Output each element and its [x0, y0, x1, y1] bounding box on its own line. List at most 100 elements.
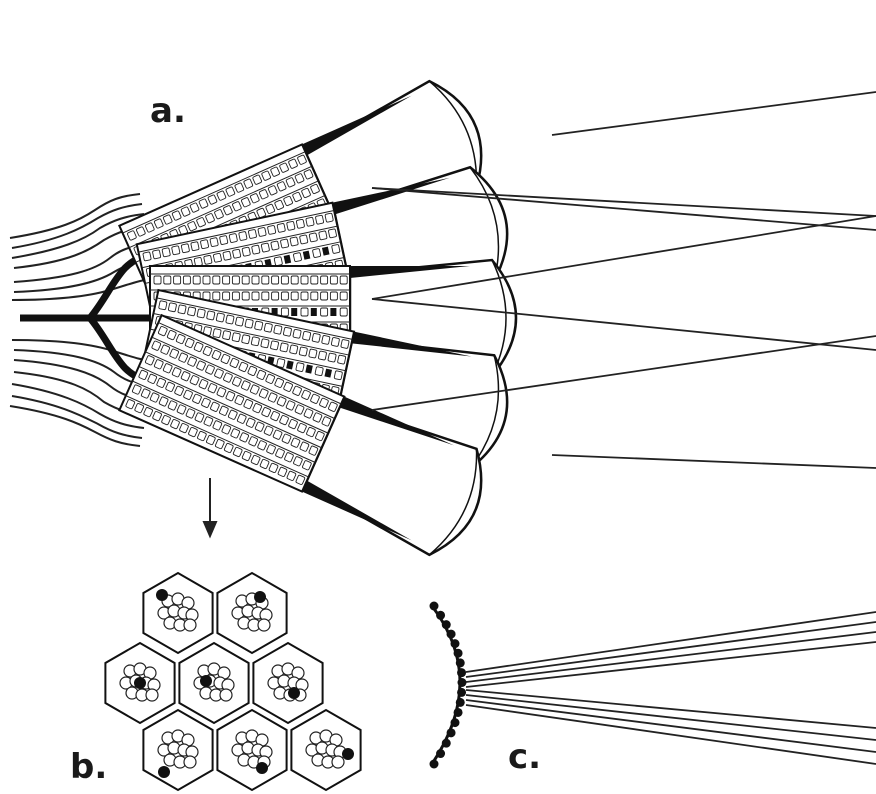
receptor-cell — [254, 321, 263, 330]
receptor-cell — [193, 276, 200, 284]
receptor-cell — [213, 328, 222, 337]
receptor-cell — [330, 292, 337, 300]
receptor-bump — [451, 718, 460, 727]
receptor-cell — [172, 246, 181, 255]
dark-rhabdomere — [158, 766, 170, 778]
receptor-cell — [223, 276, 230, 284]
receptor-cell — [280, 239, 289, 248]
receptor-cell — [306, 217, 315, 226]
receptor-cell — [187, 307, 196, 316]
receptor-profile — [220, 689, 232, 701]
receptor-cell — [311, 276, 318, 284]
receptor-cell — [281, 276, 288, 284]
receptor-cell — [299, 347, 308, 356]
receptor-cell — [319, 231, 328, 240]
receptor-cell — [321, 276, 328, 284]
receptor-cell — [203, 276, 210, 284]
receptor-cell — [274, 325, 283, 334]
receptor-cell — [164, 276, 171, 284]
receptor-cell — [299, 235, 308, 244]
receptor-cell — [293, 329, 302, 338]
panel-b-label: b. — [70, 747, 107, 787]
receptor-cell — [261, 243, 270, 252]
panel-c-convergence-diagram: c. — [430, 602, 876, 778]
receptor-cell — [267, 225, 276, 234]
dark-rhabdomere — [134, 677, 146, 689]
receptor-bump — [436, 749, 445, 758]
receptor-cell — [210, 237, 219, 246]
dark-rhabdomere — [254, 591, 266, 603]
receptor-cell — [272, 276, 279, 284]
receptor-cell — [261, 339, 270, 348]
receptor-cell — [242, 335, 251, 344]
receptor-bump — [454, 708, 463, 717]
receptor-cell — [178, 305, 187, 314]
receptor-bump — [451, 639, 460, 648]
receptor-bump — [458, 678, 467, 687]
receptor-cell — [311, 292, 318, 300]
receptor-cell — [197, 309, 206, 318]
dark-rhabdomere — [200, 675, 212, 687]
receptor-cell — [296, 362, 305, 371]
receptor-cell — [340, 292, 347, 300]
receptor-cell — [270, 341, 279, 350]
receptor-cell — [232, 249, 241, 258]
panel-a-label: a. — [150, 91, 186, 131]
receptor-cell — [216, 313, 225, 322]
receptor-cell — [152, 250, 161, 259]
receptor-cell — [287, 221, 296, 230]
receptor-cell — [334, 371, 343, 380]
receptor-bump — [456, 658, 465, 667]
receptor-cell — [312, 333, 321, 342]
receptor-cell — [291, 292, 298, 300]
receptor-cell — [340, 308, 347, 316]
rhabdomere-dark — [330, 308, 336, 316]
panel-b-hexagon-cross-sections — [105, 573, 360, 790]
receptor-cell — [271, 241, 280, 250]
receptor-bump — [457, 688, 466, 697]
receptor-cell — [232, 292, 239, 300]
receptor-cell — [330, 276, 337, 284]
receptor-cell — [174, 276, 181, 284]
receptor-cell — [272, 292, 279, 300]
receptor-cell — [318, 351, 327, 360]
receptor-cell — [325, 213, 334, 222]
receptor-cell — [301, 308, 308, 316]
receptor-cell — [309, 349, 318, 358]
receptor-cell — [331, 337, 340, 346]
receptor-bump — [457, 668, 466, 677]
receptor-cell — [337, 355, 346, 364]
receptor-bump — [430, 602, 439, 611]
receptor-cell — [213, 253, 222, 262]
receptor-profile — [184, 756, 196, 768]
receptor-cell — [281, 308, 288, 316]
receptor-cell — [262, 276, 269, 284]
receptor-bump — [454, 649, 463, 658]
receptor-cell — [191, 242, 200, 251]
receptor-bump — [442, 620, 451, 629]
receptor-cell — [232, 333, 241, 342]
receptor-cell — [315, 367, 324, 376]
receptor-cell — [289, 345, 298, 354]
receptor-cell — [302, 331, 311, 340]
receptor-cell — [143, 252, 152, 261]
receptor-cell — [168, 303, 177, 312]
receptor-cell — [213, 292, 220, 300]
receptor-cell — [232, 276, 239, 284]
dark-rhabdomere — [156, 589, 168, 601]
receptor-cell — [159, 301, 168, 310]
receptor-cell — [242, 276, 249, 284]
receptor-bump — [430, 760, 439, 769]
receptor-cell — [213, 276, 220, 284]
receptor-cell — [222, 331, 231, 340]
receptor-cell — [239, 231, 248, 240]
receptor-cell — [252, 292, 259, 300]
receptor-cell — [332, 244, 341, 253]
receptor-cell — [162, 248, 171, 257]
receptor-cell — [277, 223, 286, 232]
receptor-cell — [291, 276, 298, 284]
receptor-cell — [223, 292, 230, 300]
receptor-bump — [436, 611, 445, 620]
receptor-cell — [248, 229, 257, 238]
receptor-cell — [226, 315, 235, 324]
